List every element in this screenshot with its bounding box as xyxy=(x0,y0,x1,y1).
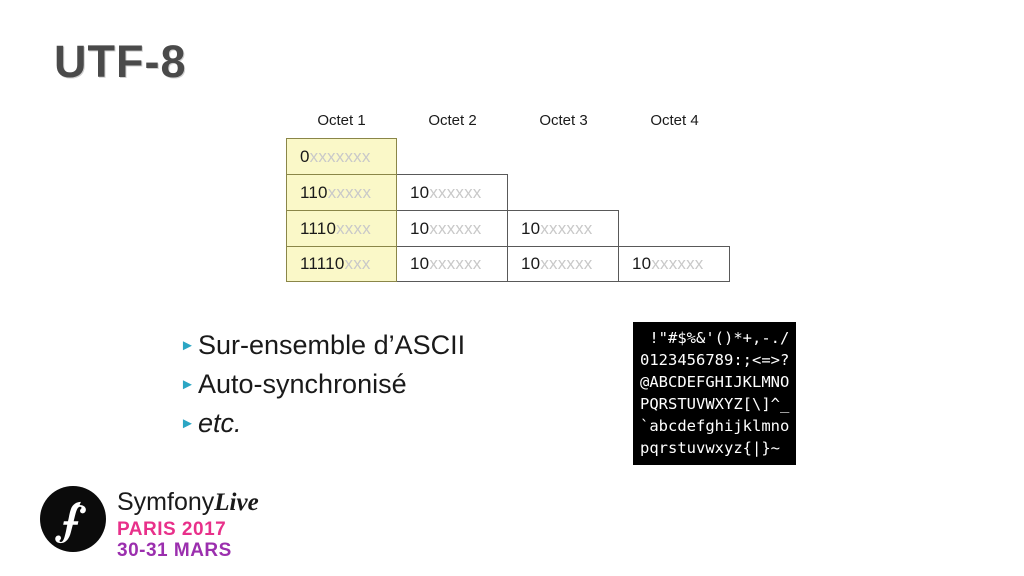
list-item: ► Sur-ensemble d’ASCII xyxy=(180,326,465,365)
fixed-bits: 10 xyxy=(410,218,430,238)
list-item-label: etc. xyxy=(198,408,242,438)
ascii-line: !"#$%&'()*+,-./ xyxy=(640,329,790,347)
free-bits: xxxxx xyxy=(327,182,372,202)
octet-column-header: Octet 2 xyxy=(428,112,477,129)
octet-column-header: Octet 4 xyxy=(650,112,699,129)
octet-cell-empty xyxy=(619,174,730,210)
fixed-bits: 10 xyxy=(410,182,430,202)
symfony-sf-icon xyxy=(40,486,106,552)
fixed-bits: 110 xyxy=(300,182,328,202)
free-bits: xxxx xyxy=(336,218,371,238)
ascii-line: PQRSTUVWXYZ[\]^_ xyxy=(640,395,790,413)
free-bits: xxxxxx xyxy=(540,254,593,273)
ascii-chart: !"#$%&'()*+,-./ 0123456789:;<=>? @ABCDEFGH… xyxy=(633,322,797,465)
page-title: UTF-8 xyxy=(54,36,187,87)
octet-column-header: Octet 1 xyxy=(317,112,366,129)
list-item: ► etc. xyxy=(180,404,465,443)
logo-brand-suffix: Live xyxy=(214,489,259,516)
fixed-bits: 0 xyxy=(300,146,310,166)
list-item-label: Sur-ensemble d’ASCII xyxy=(198,330,466,360)
free-bits: xxx xyxy=(344,254,371,273)
logo-brand: SymfonyLive xyxy=(117,488,259,516)
free-bits: xxxxxx xyxy=(429,218,482,238)
ascii-line: pqrstuvwxyz{|}~ xyxy=(640,439,780,457)
fixed-bits: 1110 xyxy=(300,218,337,238)
octet-cell-empty xyxy=(397,138,508,174)
logo-text-block: SymfonyLive PARIS 2017 30-31 MARS xyxy=(117,486,259,562)
fixed-bits: 10 xyxy=(632,254,652,273)
triangle-right-icon: ► xyxy=(180,376,195,393)
octet-table-header-row: Octet 1 Octet 2 Octet 3 Octet 4 xyxy=(286,112,730,138)
fixed-bits: 10 xyxy=(521,254,541,273)
fixed-bits: 10 xyxy=(521,218,541,238)
logo-brand-name: Symfony xyxy=(117,488,215,516)
triangle-right-icon: ► xyxy=(180,337,195,354)
octet-cell-empty xyxy=(619,138,730,174)
ascii-line: @ABCDEFGHIJKLMNO xyxy=(640,373,790,391)
free-bits: xxxxxx xyxy=(429,182,482,202)
free-bits: xxxxxx xyxy=(651,254,704,273)
symfony-live-logo: SymfonyLive PARIS 2017 30-31 MARS xyxy=(40,486,259,562)
ascii-line: `abcdefghijklmno xyxy=(640,417,790,435)
logo-city-line: PARIS 2017 xyxy=(117,519,227,540)
logo-dates-line: 30-31 MARS xyxy=(117,539,232,561)
free-bits: xxxxxx xyxy=(540,218,593,238)
list-item: ► Auto-synchronisé xyxy=(180,365,465,404)
free-bits: xxxxxxx xyxy=(309,146,371,166)
octet-cell-empty xyxy=(619,210,730,246)
ascii-line: 0123456789:;<=>? xyxy=(640,351,790,369)
octet-cell-empty xyxy=(508,174,619,210)
fixed-bits: 10 xyxy=(410,254,430,273)
bullet-list: ► Sur-ensemble d’ASCII ► Auto-synchronis… xyxy=(180,326,465,443)
octet-cell-empty xyxy=(508,138,619,174)
list-item-label: Auto-synchronisé xyxy=(198,369,407,399)
fixed-bits: 11110 xyxy=(300,254,345,273)
free-bits: xxxxxx xyxy=(429,254,482,273)
octet-column-header: Octet 3 xyxy=(539,112,588,129)
triangle-right-icon: ► xyxy=(180,415,195,432)
